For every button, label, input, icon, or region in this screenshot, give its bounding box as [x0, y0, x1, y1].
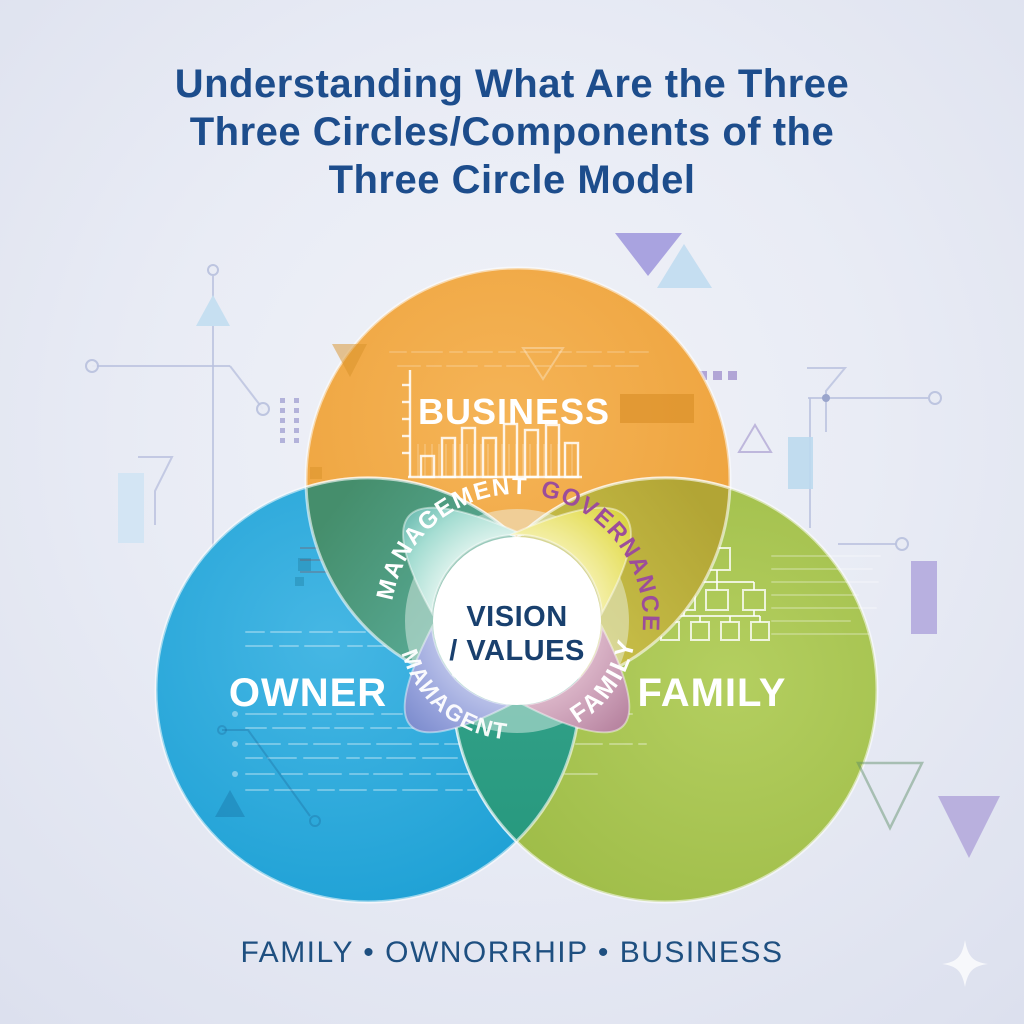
vision-text: VISION: [466, 601, 567, 633]
triangle-outline-icon: [737, 423, 773, 453]
circuit-node-icon: [928, 391, 942, 405]
triangle-down-icon: [615, 233, 682, 276]
triangle-down-icon: [938, 796, 1000, 858]
decor-square: [298, 558, 311, 571]
management-garbled-petal: [403, 623, 514, 734]
decor-rect: [118, 473, 144, 543]
circuit-node-icon: [256, 402, 270, 416]
page-title: Understanding What Are the Three Three C…: [0, 60, 1024, 204]
decor-rect: [911, 561, 937, 634]
title-line-2: Three Circles/Components of the: [189, 110, 835, 154]
footer-caption: FAMILY • OWNORRHIP • BUSINESS: [240, 936, 784, 969]
values-text: / VALUES: [449, 635, 585, 667]
decor-square: [295, 577, 304, 586]
bar-chart-icon: [402, 370, 582, 479]
decor-rect: [788, 437, 813, 489]
funnel-icon: [807, 367, 848, 432]
family-label: FAMILY: [638, 671, 787, 715]
family-inner-petal: [520, 623, 631, 734]
faint-text-lines: [771, 555, 881, 635]
management-petal: [402, 506, 525, 617]
faint-text-lines: [389, 351, 649, 367]
circuit-node-icon: [822, 394, 830, 402]
circuit-node-icon: [207, 264, 219, 276]
governance-petal: [509, 506, 632, 617]
triangle-down-icon: [332, 344, 367, 377]
triangle-icon: [215, 790, 245, 817]
triangle-outline-icon: [855, 761, 925, 831]
vision-values-circle: [433, 537, 601, 705]
triangle-up-icon: [196, 295, 230, 326]
triangle-outline-icon: [521, 347, 565, 381]
owner-label: OWNER: [229, 671, 387, 715]
business-circle-decorations: [310, 344, 694, 479]
decor-square: [310, 467, 322, 479]
decor-rect: [620, 394, 694, 423]
background-decorations-left: [85, 264, 299, 560]
title-line-3: Three Circle Model: [328, 158, 696, 202]
dotted-column-icon: [280, 398, 299, 443]
title-line-1: Understanding What Are the Three: [174, 62, 850, 106]
sparkle-icon: [942, 940, 988, 987]
funnel-icon: [138, 456, 174, 525]
business-label: BUSINESS: [418, 391, 610, 432]
inner-petals: [402, 506, 632, 734]
circuit-node-icon: [85, 359, 99, 373]
triangle-up-icon: [657, 244, 712, 288]
circuit-node-icon: [895, 537, 909, 551]
circuit-lines: [217, 725, 321, 827]
